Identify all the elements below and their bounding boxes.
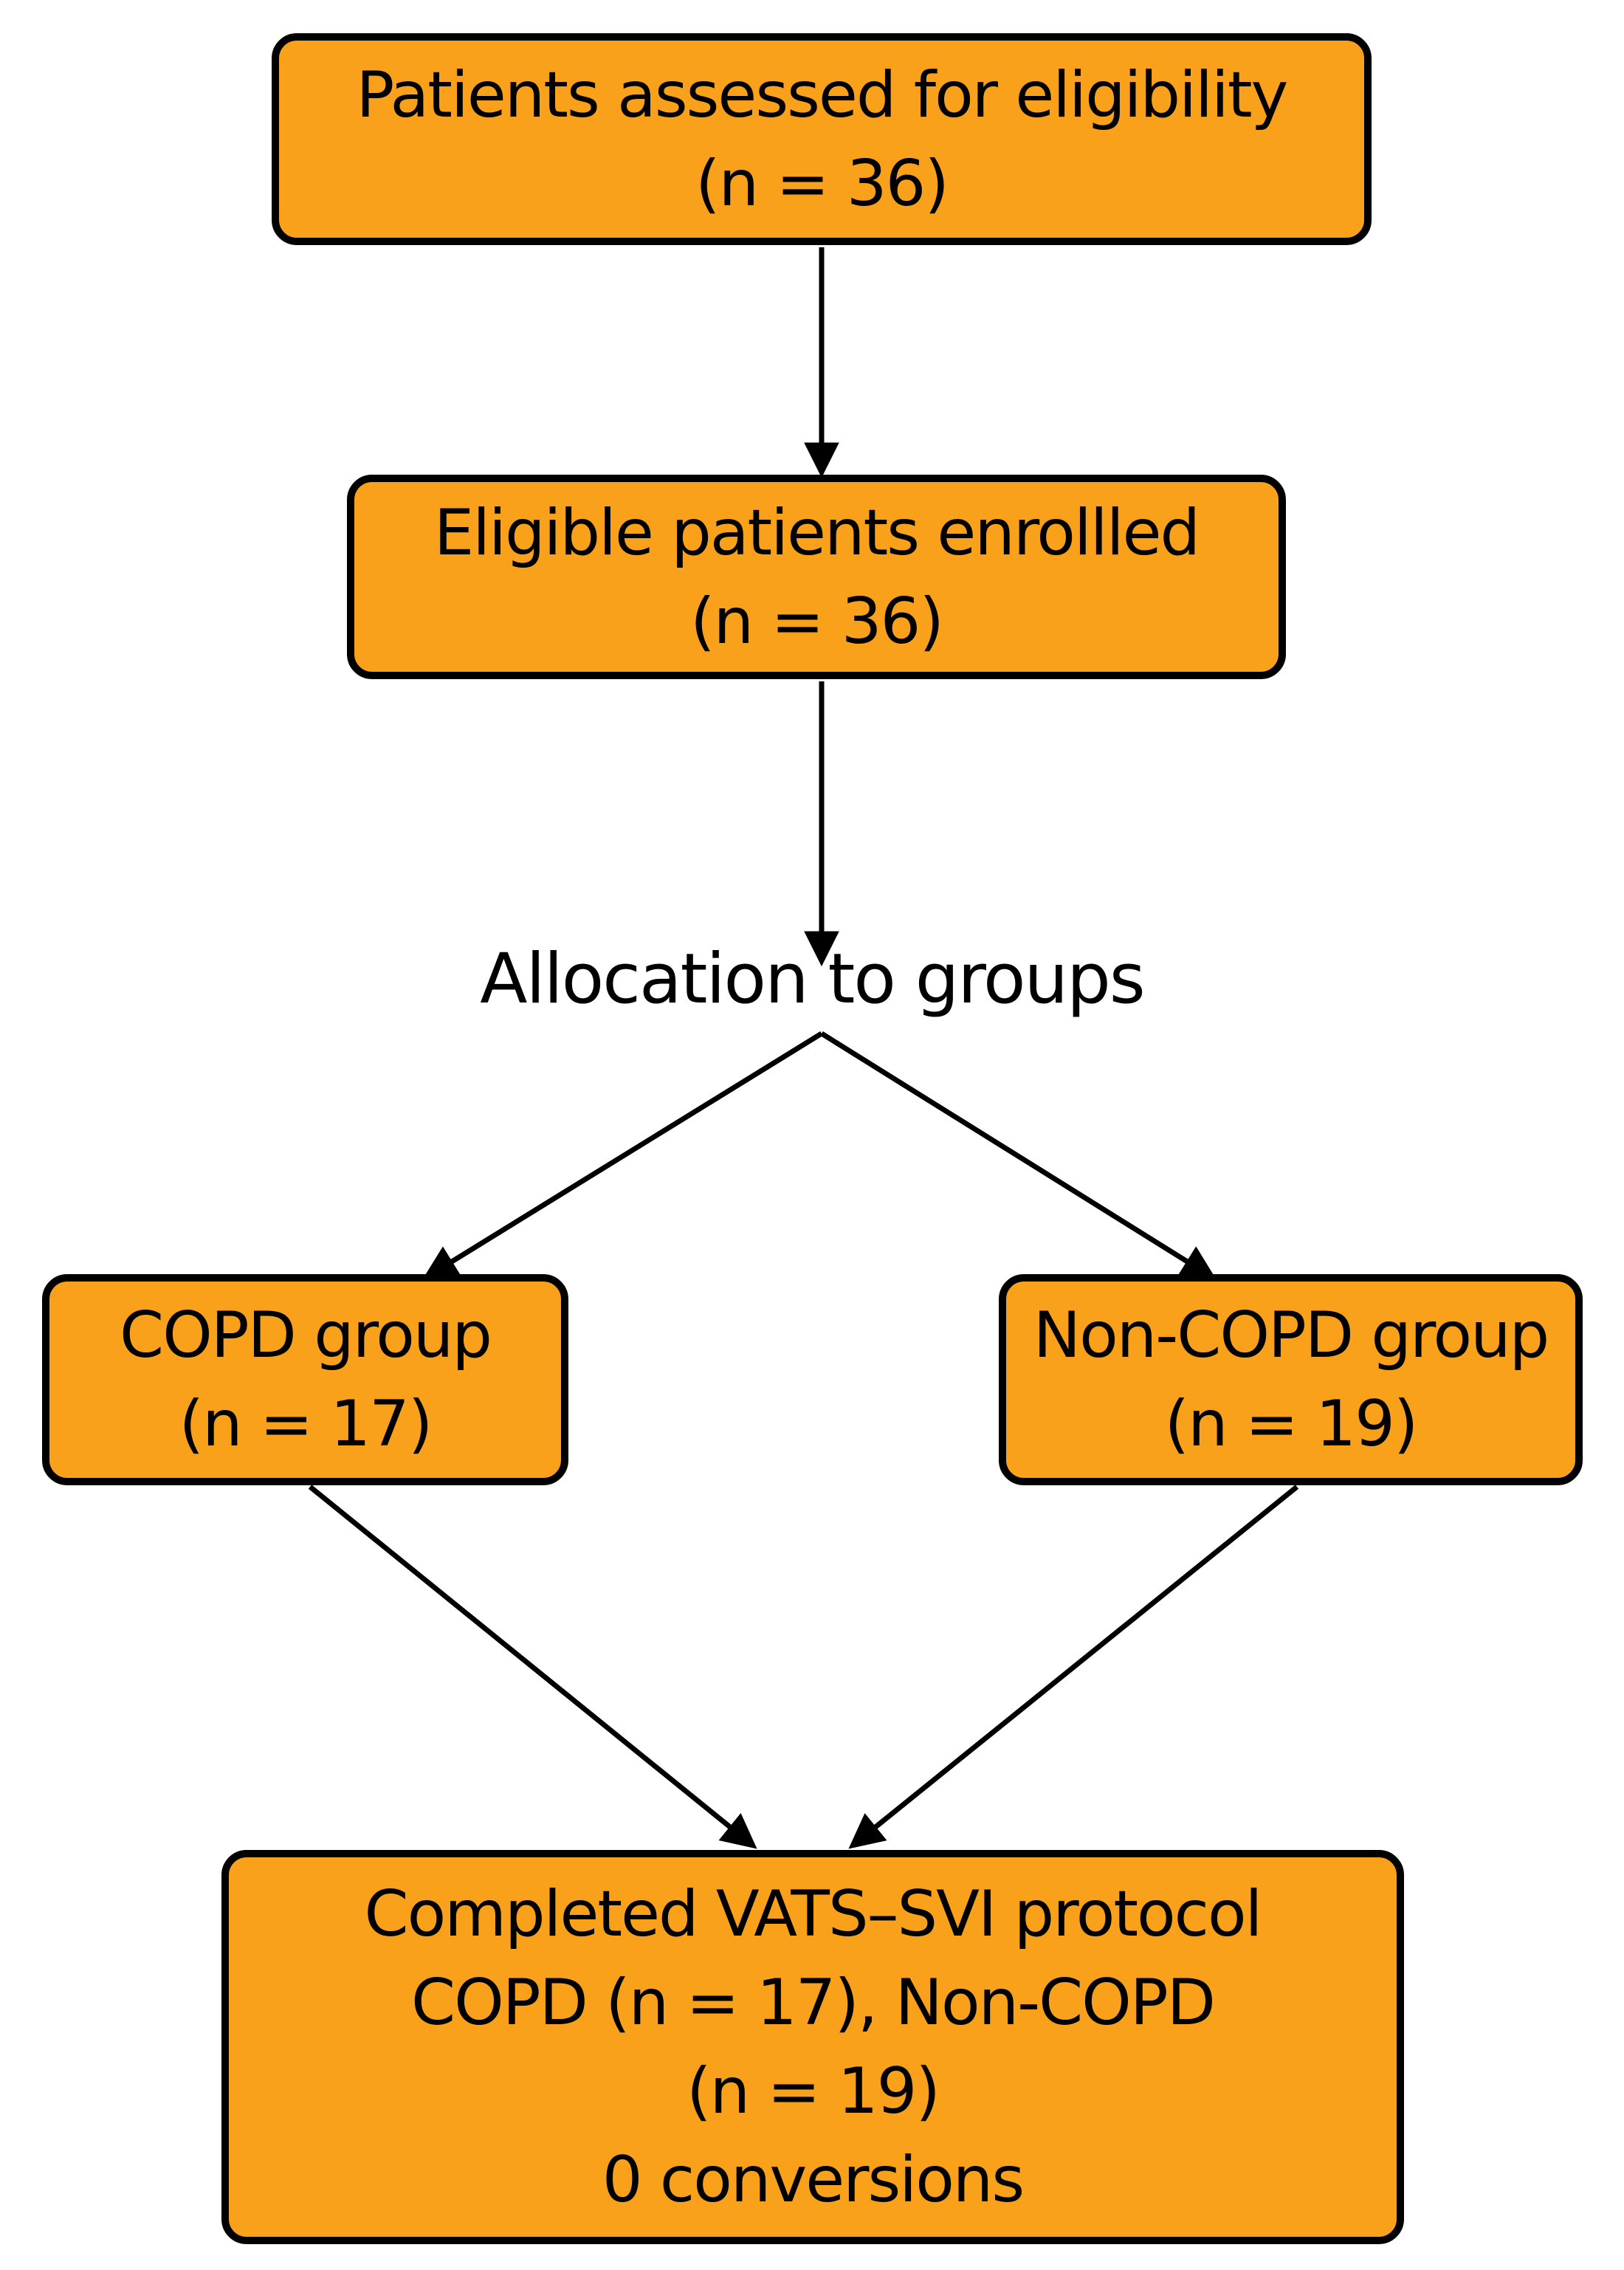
- flow-box-completed: Completed VATS–SVI protocol COPD (n = 17…: [221, 1850, 1404, 2244]
- completed-conversions: 0 conversions: [602, 2143, 1025, 2217]
- completed-noncopd-count: (n = 19): [687, 2054, 940, 2128]
- completed-label: Completed VATS–SVI protocol: [364, 1877, 1263, 1951]
- arrow-copd-to-completed: [308, 1485, 757, 1849]
- copd-group-label: COPD group: [120, 1299, 492, 1372]
- enrolled-count: (n = 36): [690, 584, 944, 658]
- assessed-count: (n = 36): [695, 146, 949, 221]
- enrolled-label: Eligible patients enrollled: [433, 495, 1200, 570]
- completed-copd-count: COPD (n = 17), Non-COPD: [411, 1966, 1216, 2040]
- flow-box-enrolled: Eligible patients enrollled (n = 36): [347, 475, 1286, 679]
- noncopd-group-count: (n = 19): [1164, 1387, 1419, 1461]
- noncopd-group-label: Non-COPD group: [1033, 1299, 1549, 1372]
- flow-box-copd-group: COPD group (n = 17): [42, 1274, 568, 1485]
- flow-box-assessed: Patients assessed for eligibility (n = 3…: [272, 33, 1372, 245]
- allocation-label: Allocation to groups: [480, 939, 1146, 1019]
- copd-group-count: (n = 17): [179, 1387, 433, 1461]
- flow-box-noncopd-group: Non-COPD group (n = 19): [999, 1274, 1583, 1485]
- arrow-noncopd-to-completed: [848, 1485, 1299, 1849]
- arrow-allocation-to-noncopd: [820, 1031, 1217, 1280]
- assessed-label: Patients assessed for eligibility: [356, 58, 1289, 132]
- arrow-allocation-to-copd: [422, 1031, 823, 1280]
